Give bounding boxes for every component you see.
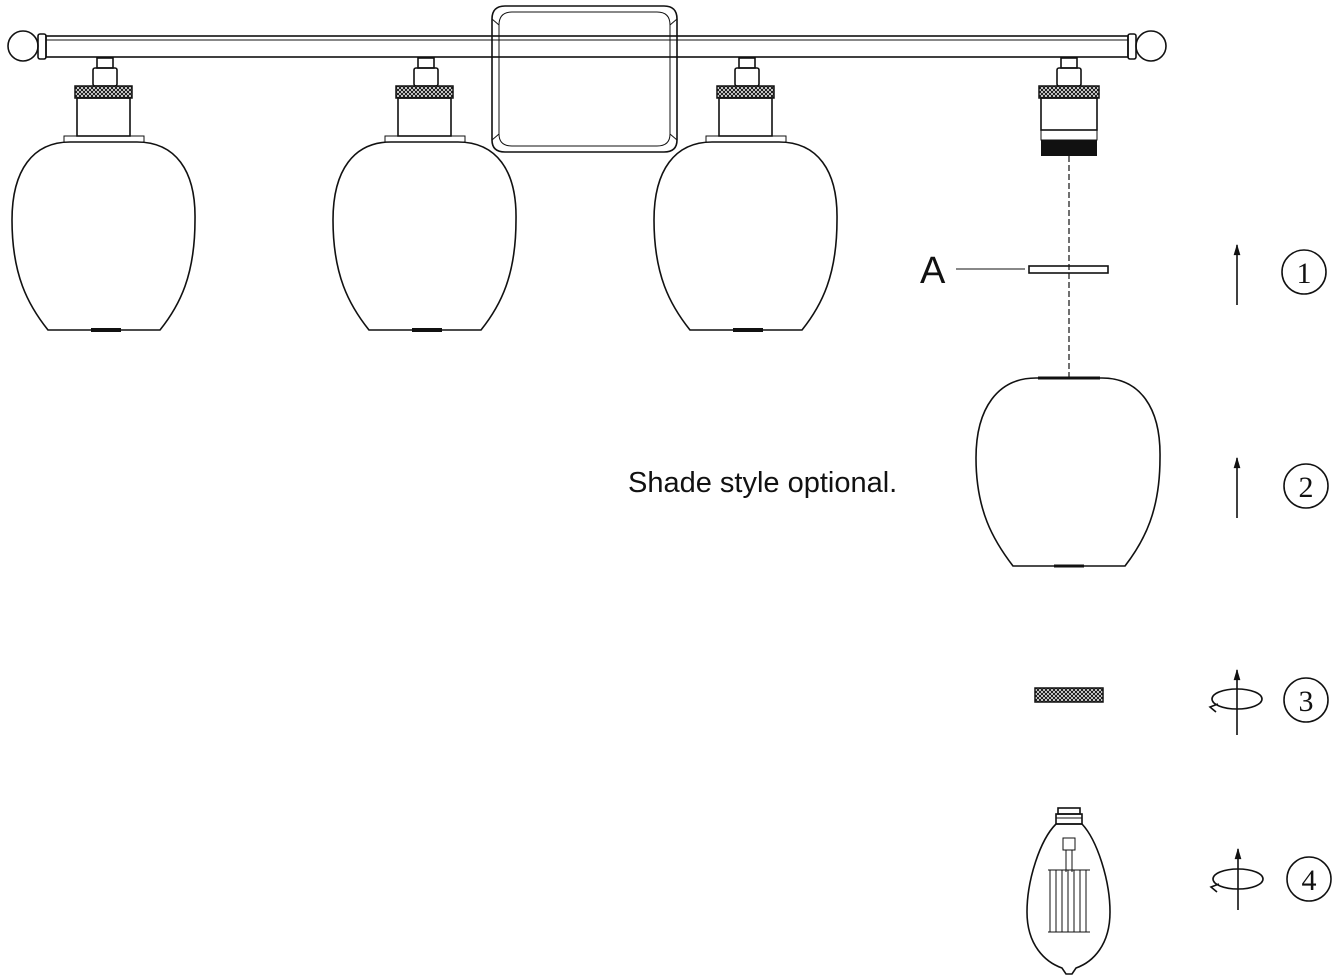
shade-style-note: Shade style optional. (628, 467, 897, 499)
step-3: 3 (1208, 668, 1329, 735)
step-number-circle (1286, 856, 1332, 902)
shade-ring-nut (1034, 687, 1104, 703)
part-a-label: A (920, 250, 946, 292)
edison-bulb (1026, 807, 1111, 975)
step-number: 1 (1297, 257, 1312, 290)
washer-part-a (1028, 265, 1109, 274)
step-2: 2 (1233, 456, 1329, 518)
glass-shade-exploded (975, 376, 1161, 568)
step-4: 4 (1209, 847, 1332, 910)
step-number: 2 (1299, 471, 1314, 504)
fixture-bar (7, 30, 1167, 62)
socket-holder-exploded (1038, 57, 1100, 156)
step-number: 4 (1302, 864, 1317, 897)
step-number-circle (1281, 249, 1327, 295)
twist-up-arrow-icon (1209, 847, 1264, 910)
lamp-1 (11, 57, 196, 332)
step-number: 3 (1299, 685, 1314, 718)
lamp-3 (653, 57, 838, 332)
wall-backplate (491, 5, 678, 153)
lamp-2 (332, 57, 517, 332)
step-number-circle (1283, 463, 1329, 509)
twist-up-arrow-icon (1208, 668, 1263, 735)
step-number-circle (1283, 677, 1329, 723)
step-1: 1 (1233, 243, 1327, 305)
